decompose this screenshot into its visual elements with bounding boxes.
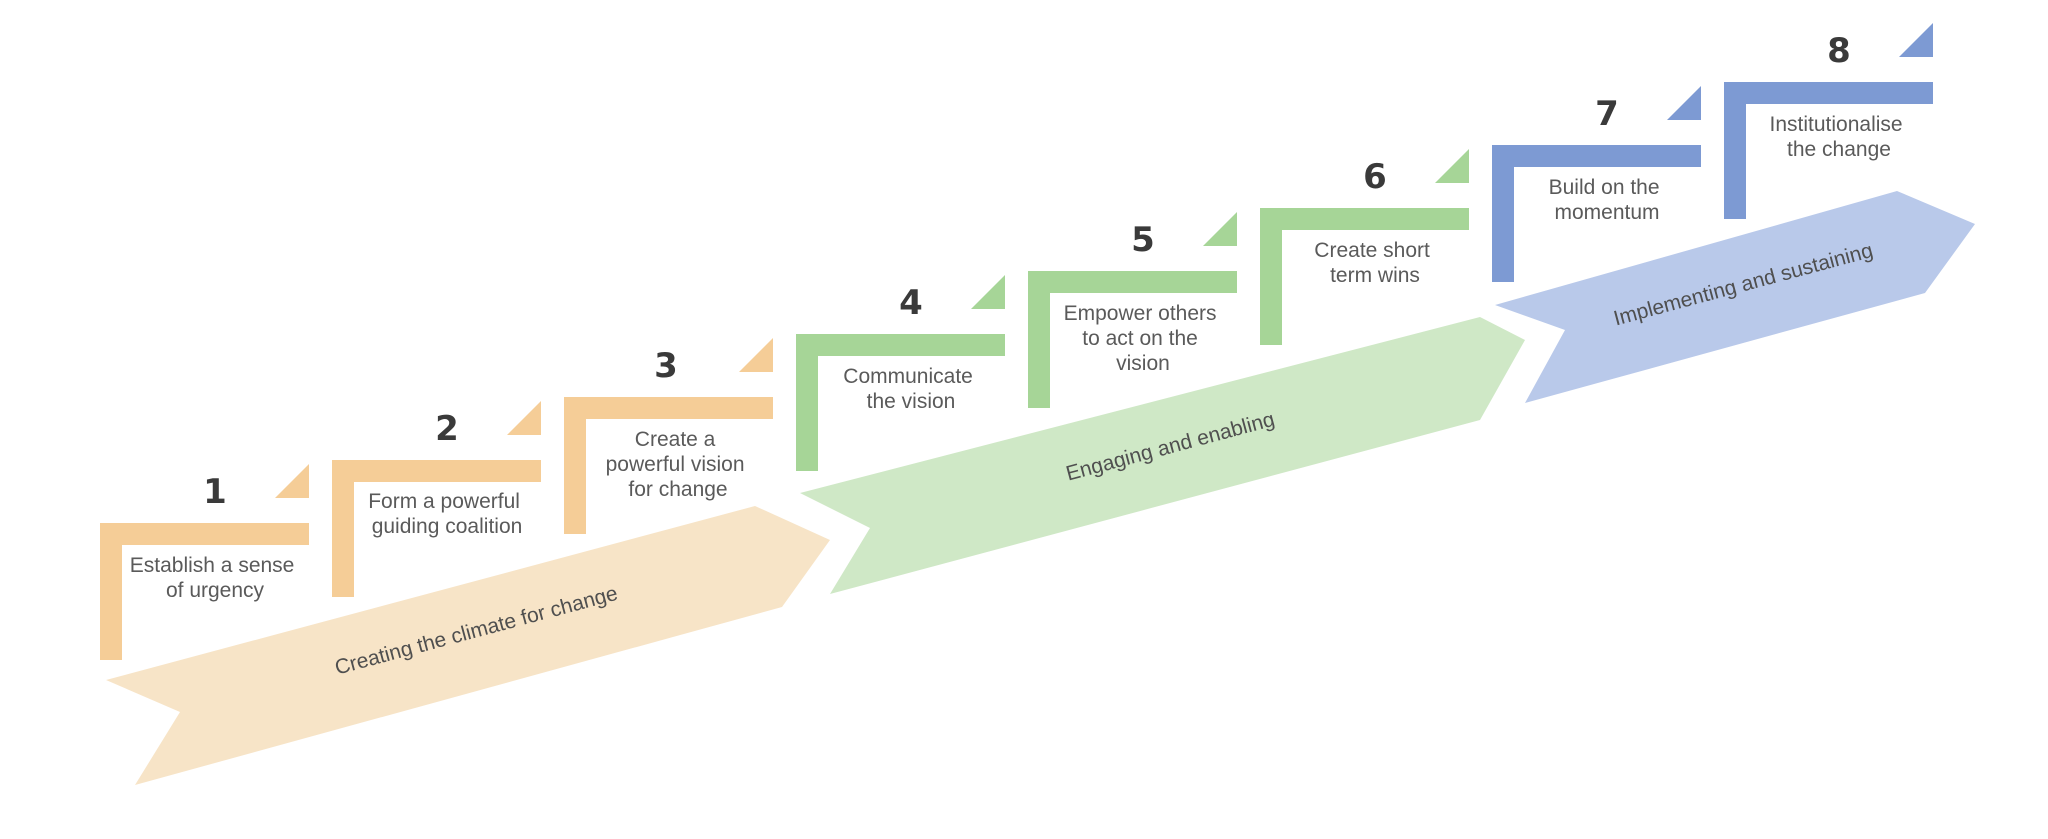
step-7: 7 Build on the momentum [1492, 86, 1701, 282]
phase-engaging-enabling: Engaging and enabling [800, 317, 1525, 594]
step-label: Create a powerful vision for change [606, 428, 751, 501]
step-corner-triangle [507, 401, 541, 435]
step-3: 3 Create a powerful vision for change [564, 338, 773, 534]
step-bracket [1724, 82, 1933, 219]
step-corner-triangle [275, 464, 309, 498]
step-bracket [564, 397, 773, 534]
step-corner-triangle [971, 275, 1005, 309]
step-number: 8 [1827, 31, 1851, 71]
step-number: 3 [654, 346, 678, 386]
step-5: 5 Empower others to act on the vision [1028, 212, 1237, 408]
phase-arrow-shape [106, 506, 830, 785]
step-number: 4 [899, 283, 923, 323]
step-corner-triangle [1899, 23, 1933, 57]
step-label: Form a powerful guiding coalition [368, 490, 526, 538]
step-number: 7 [1595, 94, 1619, 134]
phase-creating-climate: Creating the climate for change [106, 506, 830, 785]
phase-implementing-sustaining: Implementing and sustaining [1495, 191, 1975, 403]
step-number: 2 [435, 409, 459, 449]
step-number: 5 [1131, 220, 1155, 260]
step-bracket [100, 523, 309, 660]
step-1: 1 Establish a sense of urgency [100, 464, 309, 660]
step-label: Create short term wins [1314, 239, 1435, 287]
step-corner-triangle [1667, 86, 1701, 120]
step-bracket [1260, 208, 1469, 345]
step-corner-triangle [1203, 212, 1237, 246]
step-number: 6 [1363, 157, 1387, 197]
step-label: Communicate the vision [843, 365, 978, 413]
step-label: Institutionalise the change [1770, 113, 1909, 161]
step-bracket [1492, 145, 1701, 282]
phase-arrow-shape [800, 317, 1525, 594]
step-corner-triangle [739, 338, 773, 372]
step-label: Empower others to act on the vision [1064, 302, 1223, 375]
step-4: 4 Communicate the vision [796, 275, 1005, 471]
step-8: 8 Institutionalise the change [1724, 23, 1933, 219]
step-bracket [332, 460, 541, 597]
step-label: Establish a sense of urgency [130, 554, 300, 602]
step-corner-triangle [1435, 149, 1469, 183]
step-2: 2 Form a powerful guiding coalition [332, 401, 541, 597]
step-bracket [796, 334, 1005, 471]
step-label: Build on the momentum [1549, 176, 1666, 224]
step-6: 6 Create short term wins [1260, 149, 1469, 345]
step-bracket [1028, 271, 1237, 408]
step-number: 1 [203, 472, 227, 512]
phase-arrow-shape [1495, 191, 1975, 403]
